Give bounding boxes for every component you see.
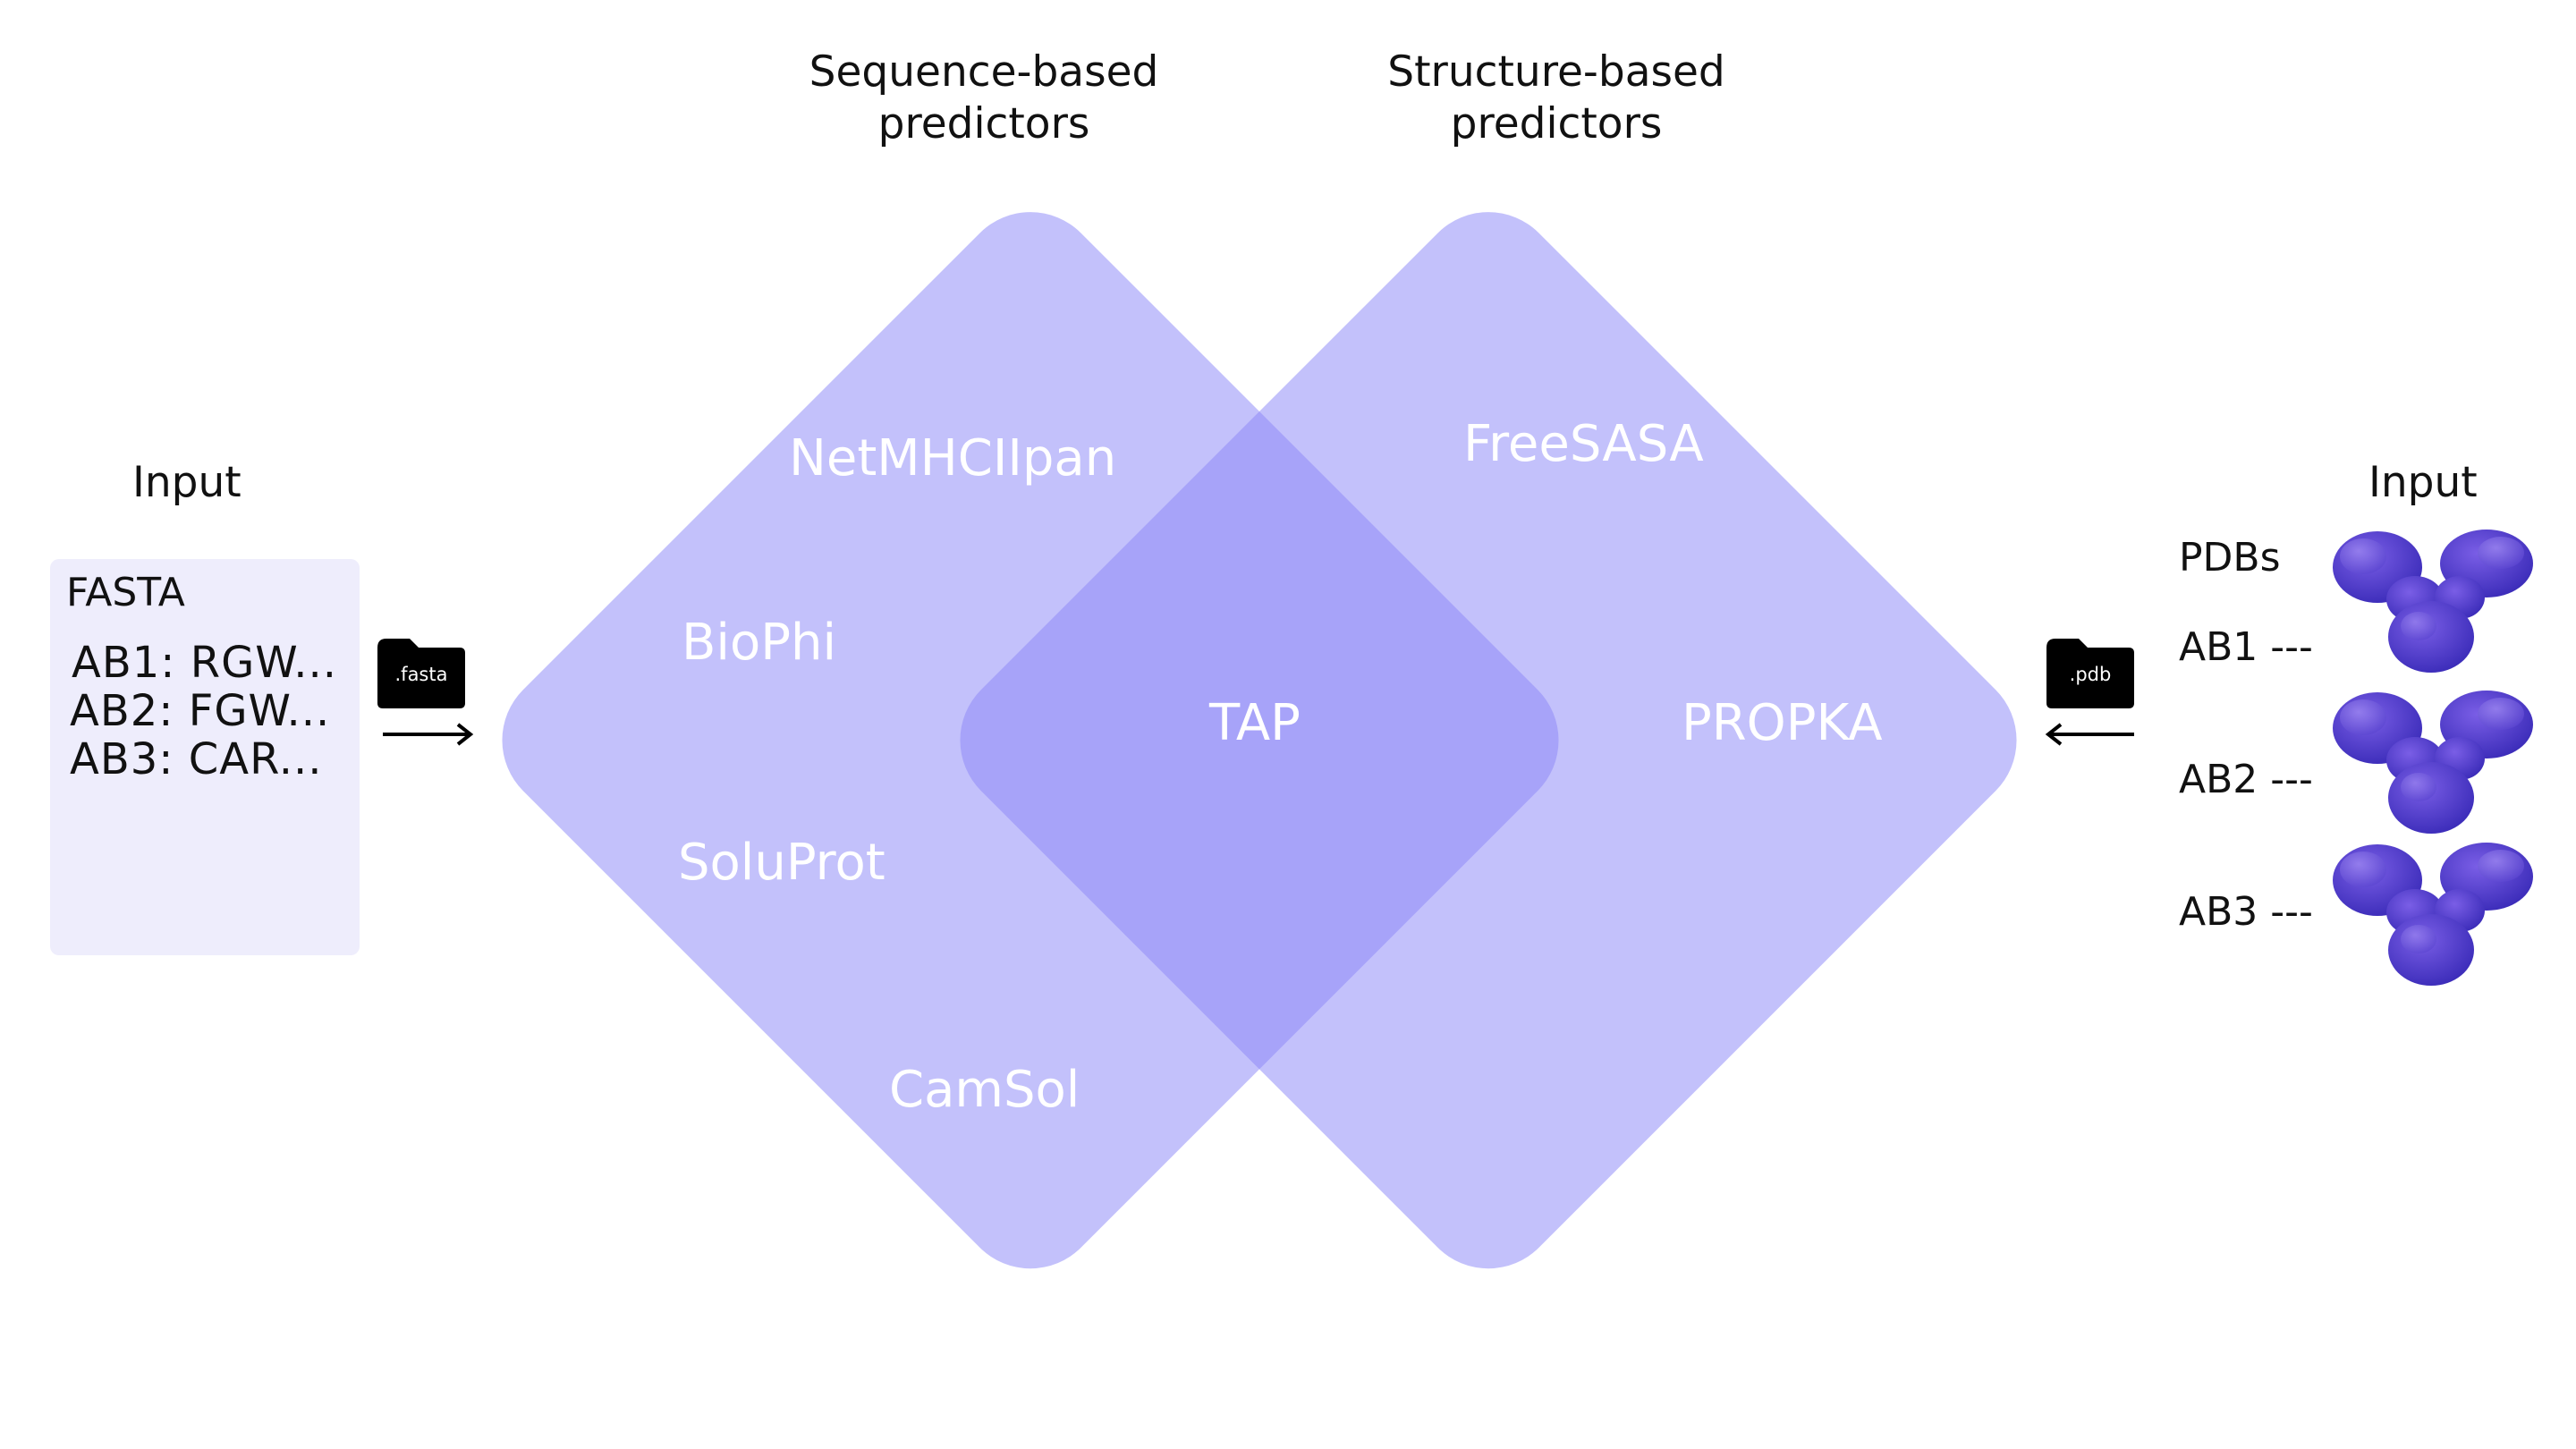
pdb-folder-icon: .pdb	[2043, 635, 2138, 710]
left-input-label: Input	[132, 458, 242, 507]
right-arrow-icon	[383, 723, 474, 746]
right-input-label: Input	[2368, 458, 2478, 507]
tool-soluprot: SoluProt	[678, 834, 886, 892]
tool-freesasa: FreeSASA	[1463, 415, 1704, 473]
sequence-title-line2: predictors	[877, 99, 1090, 148]
tool-tap: TAP	[1209, 694, 1301, 752]
fasta-box: FASTA AB1: RGW... AB2: FGW... AB3: CAR..…	[50, 559, 360, 955]
pdb-folder-label: .pdb	[2069, 664, 2112, 685]
tool-camsol: CamSol	[889, 1061, 1080, 1119]
sequence-predictors-title: Sequence-based predictors	[778, 47, 1190, 150]
tool-propka: PROPKA	[1682, 694, 1883, 752]
sequence-ab2: AB2: FGW...	[70, 686, 331, 736]
sequence-ab1: AB1: RGW...	[72, 638, 338, 688]
pdb-ab3: AB3 ---	[2179, 889, 2313, 935]
pdb-ab2: AB2 ---	[2179, 757, 2313, 802]
sequence-ab3: AB3: CAR...	[70, 734, 323, 784]
structure-title-line2: predictors	[1450, 99, 1663, 148]
structure-predictors-title: Structure-based predictors	[1351, 47, 1762, 150]
fasta-heading: FASTA	[66, 570, 185, 615]
structure-title-line1: Structure-based	[1387, 47, 1725, 97]
overlap-region	[960, 212, 1589, 1269]
sequence-title-line1: Sequence-based	[809, 47, 1159, 97]
antibody-structures	[2333, 530, 2533, 986]
tool-biophi: BioPhi	[682, 614, 837, 672]
tool-netmhciipan: NetMHCIIpan	[789, 429, 1117, 487]
antibody-structure-icon	[2333, 843, 2533, 986]
fasta-folder-icon: .fasta	[374, 635, 469, 710]
pdbs-heading: PDBs	[2179, 535, 2281, 580]
antibody-structure-icon	[2333, 530, 2533, 673]
antibody-structure-icon	[2333, 691, 2533, 834]
pdb-ab1: AB1 ---	[2179, 624, 2313, 670]
fasta-folder-label: .fasta	[394, 664, 448, 685]
left-arrow-icon	[2045, 723, 2134, 746]
